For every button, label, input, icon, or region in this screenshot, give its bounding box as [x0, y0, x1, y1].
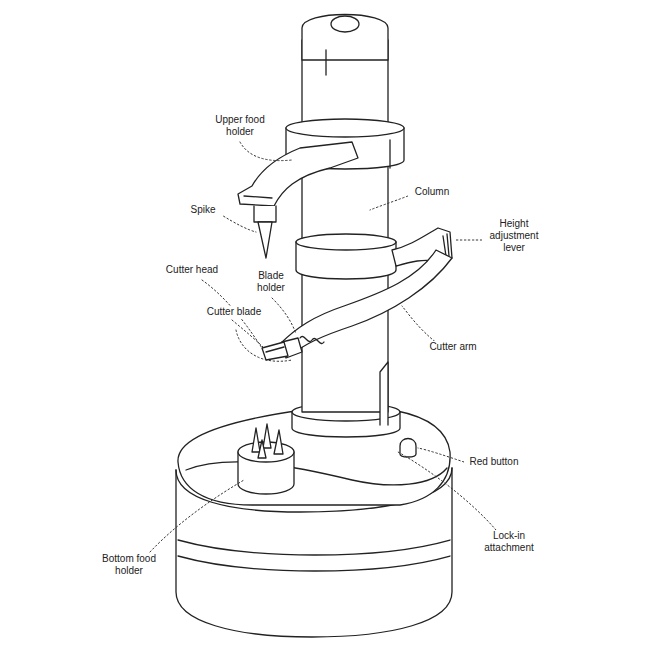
part-label: Blade holder	[250, 270, 292, 294]
part-label: Cutter arm	[422, 341, 484, 353]
part-label: Lock-in attachment	[478, 530, 540, 554]
part-label: Spike	[184, 204, 222, 216]
part-label: Upper food holder	[208, 114, 272, 138]
part-label: Red button	[464, 456, 524, 468]
part-label: Cutter blade	[200, 306, 268, 318]
part-label: Column	[408, 186, 456, 198]
part-label: Height adjustment lever	[482, 218, 546, 254]
part-label: Bottom food holder	[98, 553, 160, 577]
part-label: Cutter head	[160, 264, 224, 276]
